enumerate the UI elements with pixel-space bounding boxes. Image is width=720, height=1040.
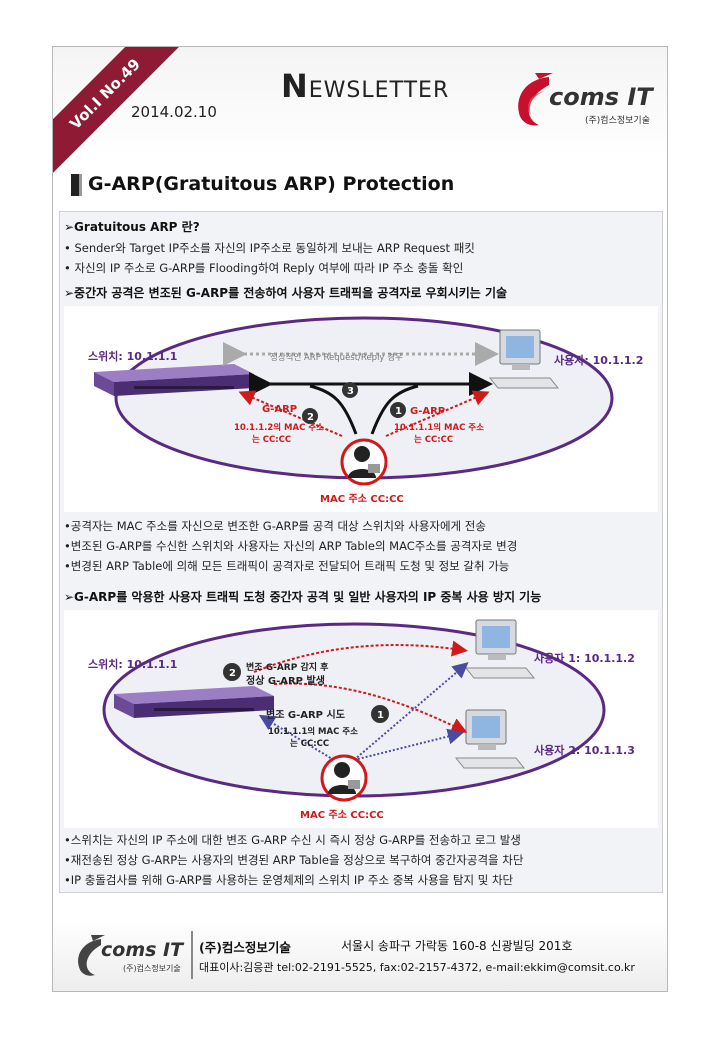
user2-pc-icon bbox=[454, 709, 526, 769]
bullet-mitm-3: •변경된 ARP Table에 의해 모든 트래픽이 공격자로 전달되어 트래픽… bbox=[64, 559, 510, 573]
bullet-protect-2: •재전송된 정상 G-ARP는 사용자의 변경된 ARP Table을 정상으로… bbox=[64, 853, 524, 867]
normal-garp-to-user1-arrow bbox=[253, 640, 468, 673]
step-1-number: 1 bbox=[395, 406, 402, 417]
spoof-msg-line2: 는 CC:CC bbox=[290, 739, 329, 749]
left-garp-label: G-ARP bbox=[262, 404, 297, 415]
right-msg-line1: 10.1.1.1의 MAC 주소 bbox=[394, 422, 484, 433]
attacker-mac-label: MAC 주소 CC:CC bbox=[320, 493, 404, 505]
bullet-mitm-1: •공격자는 MAC 주소를 자신으로 변조한 G-ARP를 공격 대상 스위치와… bbox=[64, 519, 486, 533]
switch-label: 스위치: 10.1.1.1 bbox=[88, 349, 177, 363]
user2-label: 사용자 2: 10.1.1.3 bbox=[534, 743, 635, 757]
bullet-protect-3: •IP 충돌검사를 위해 G-ARP를 사용하는 운영체제의 스위치 IP 주소… bbox=[64, 873, 514, 887]
diagram-protection-svg: 스위치: 10.1.1.1 사용자 1: 10.1.1.2 사용자 2: 10.… bbox=[88, 619, 635, 821]
step-3-badge bbox=[342, 382, 358, 398]
fake-garp-to-switch-arrow bbox=[238, 390, 343, 437]
switch-label-2: 스위치: 10.1.1.1 bbox=[88, 657, 177, 671]
logo-text: coms IT bbox=[549, 83, 653, 111]
footer-company: (주)컴스정보기술 bbox=[199, 940, 291, 955]
title-rest: EWSLETTER bbox=[308, 78, 450, 103]
attacker-mac-label-2: MAC 주소 CC:CC bbox=[300, 809, 384, 821]
spoof-garp-to-user2-arrow bbox=[353, 728, 464, 761]
user-pc-icon bbox=[488, 329, 560, 389]
footer-logo-swoosh-icon bbox=[78, 935, 105, 976]
normal-arp-label: 정상적인 ARP Request/Reply 경우 bbox=[270, 352, 403, 363]
step-2-badge-2 bbox=[223, 663, 241, 681]
title-initial: N bbox=[281, 67, 309, 105]
issue-date: 2014.02.10 bbox=[131, 103, 217, 121]
attacker-icon bbox=[340, 438, 388, 486]
section-title-text: G-ARP(Gratuitous ARP) Protection bbox=[88, 173, 455, 195]
bullet-protect-1: •스위치는 자신의 IP 주소에 대한 변조 G-ARP 수신 시 즉시 정상 … bbox=[64, 833, 521, 847]
spoof-garp-to-switch-arrow bbox=[258, 714, 335, 761]
attacker-icon-2 bbox=[320, 754, 368, 802]
bullet-garp-1: • Sender와 Target IP주소를 자신의 IP주소로 동일하게 보내… bbox=[64, 241, 475, 255]
step-2-number: 2 bbox=[307, 412, 314, 423]
heading-mitm: ➢중간자 공격은 변조된 G-ARP를 전송하여 사용자 트래픽을 공격자로 우… bbox=[64, 286, 508, 300]
footer-logo-text: coms IT bbox=[101, 939, 184, 961]
detect-line1: 변조 G-ARP 감지 후 bbox=[246, 661, 329, 673]
heading-protection: ➢G-ARP를 악용한 사용자 트래픽 도청 중간자 공격 및 일반 사용자의 … bbox=[64, 590, 542, 604]
heading-garp: ➢Gratuitous ARP 란? bbox=[64, 220, 200, 234]
title-bar-icon bbox=[71, 173, 82, 196]
left-msg-line1: 10.1.1.2의 MAC 주소 bbox=[234, 422, 324, 433]
right-msg-line2: 는 CC:CC bbox=[414, 435, 453, 445]
spoof-garp-to-user1-arrow bbox=[353, 662, 469, 761]
step-2-badge bbox=[302, 408, 318, 424]
step-1-badge bbox=[390, 402, 406, 418]
switch-device-icon bbox=[94, 364, 254, 396]
diagram-mitm: 스위치: 10.1.1.1 사용자: 10.1.1.2 정상적인 ARP Req… bbox=[64, 306, 658, 512]
fake-garp-to-user-arrow bbox=[385, 390, 490, 437]
logo-swoosh-icon bbox=[518, 73, 553, 126]
footer-contact: 대표이사:김응관 tel:02-2191-5525, fax:02-2157-4… bbox=[199, 961, 635, 974]
bullet-garp-2: • 자신의 IP 주소로 G-ARP를 Flooding하여 Reply 여부에… bbox=[64, 261, 464, 275]
attempt-label: 변조 G-ARP 시도 bbox=[266, 708, 345, 721]
attacker-link-left bbox=[309, 384, 358, 435]
right-garp-label: G-ARP bbox=[410, 406, 445, 417]
newsletter-title: NEWSLETTER bbox=[281, 67, 449, 105]
footer-logo-subtext: (주)컴스정보기술 bbox=[123, 964, 181, 973]
content-box: ➢Gratuitous ARP 란? • Sender와 Target IP주소… bbox=[59, 211, 663, 893]
step-1-badge-2 bbox=[371, 705, 389, 723]
user1-label: 사용자 1: 10.1.1.2 bbox=[534, 651, 635, 665]
detect-line2: 정상 G-ARP 발생 bbox=[246, 674, 325, 687]
user1-pc-icon bbox=[464, 619, 536, 679]
footer-address: 서울시 송파구 가락동 160-8 신광빌딩 201호 bbox=[341, 939, 573, 953]
step-3-number: 3 bbox=[347, 386, 354, 397]
diagram-mitm-svg: 스위치: 10.1.1.1 사용자: 10.1.1.2 정상적인 ARP Req… bbox=[88, 316, 643, 505]
footer: coms IT (주)컴스정보기술 (주)컴스정보기술 서울시 송파구 가락동 … bbox=[53, 919, 667, 991]
step-2-number-2: 2 bbox=[229, 668, 236, 679]
footer-divider bbox=[191, 931, 193, 979]
attacker-link-right bbox=[370, 384, 419, 435]
step-1-number-2: 1 bbox=[377, 710, 384, 721]
header: Vol.I No.49 2014.02.10 NEWSLETTER coms I… bbox=[53, 47, 667, 179]
company-logo: coms IT (주)컴스정보기술 bbox=[509, 69, 659, 131]
user-label: 사용자: 10.1.1.2 bbox=[554, 353, 643, 367]
normal-garp-to-user2-arrow bbox=[273, 682, 468, 733]
newsletter-page: Vol.I No.49 2014.02.10 NEWSLETTER coms I… bbox=[52, 46, 668, 992]
diagram-protection: 스위치: 10.1.1.1 사용자 1: 10.1.1.2 사용자 2: 10.… bbox=[64, 610, 658, 828]
logo-subtext: (주)컴스정보기술 bbox=[585, 116, 650, 126]
section-title: G-ARP(Gratuitous ARP) Protection bbox=[71, 173, 454, 196]
bullet-mitm-2: •변조된 G-ARP를 수신한 스위치와 사용자는 자신의 ARP Table의… bbox=[64, 539, 518, 553]
switch-device-icon-2 bbox=[114, 686, 274, 718]
spoof-msg-line1: 10.1.1.1의 MAC 주소 bbox=[268, 726, 358, 737]
left-msg-line2: 는 CC:CC bbox=[252, 435, 291, 445]
footer-logo: coms IT (주)컴스정보기술 bbox=[71, 933, 191, 981]
